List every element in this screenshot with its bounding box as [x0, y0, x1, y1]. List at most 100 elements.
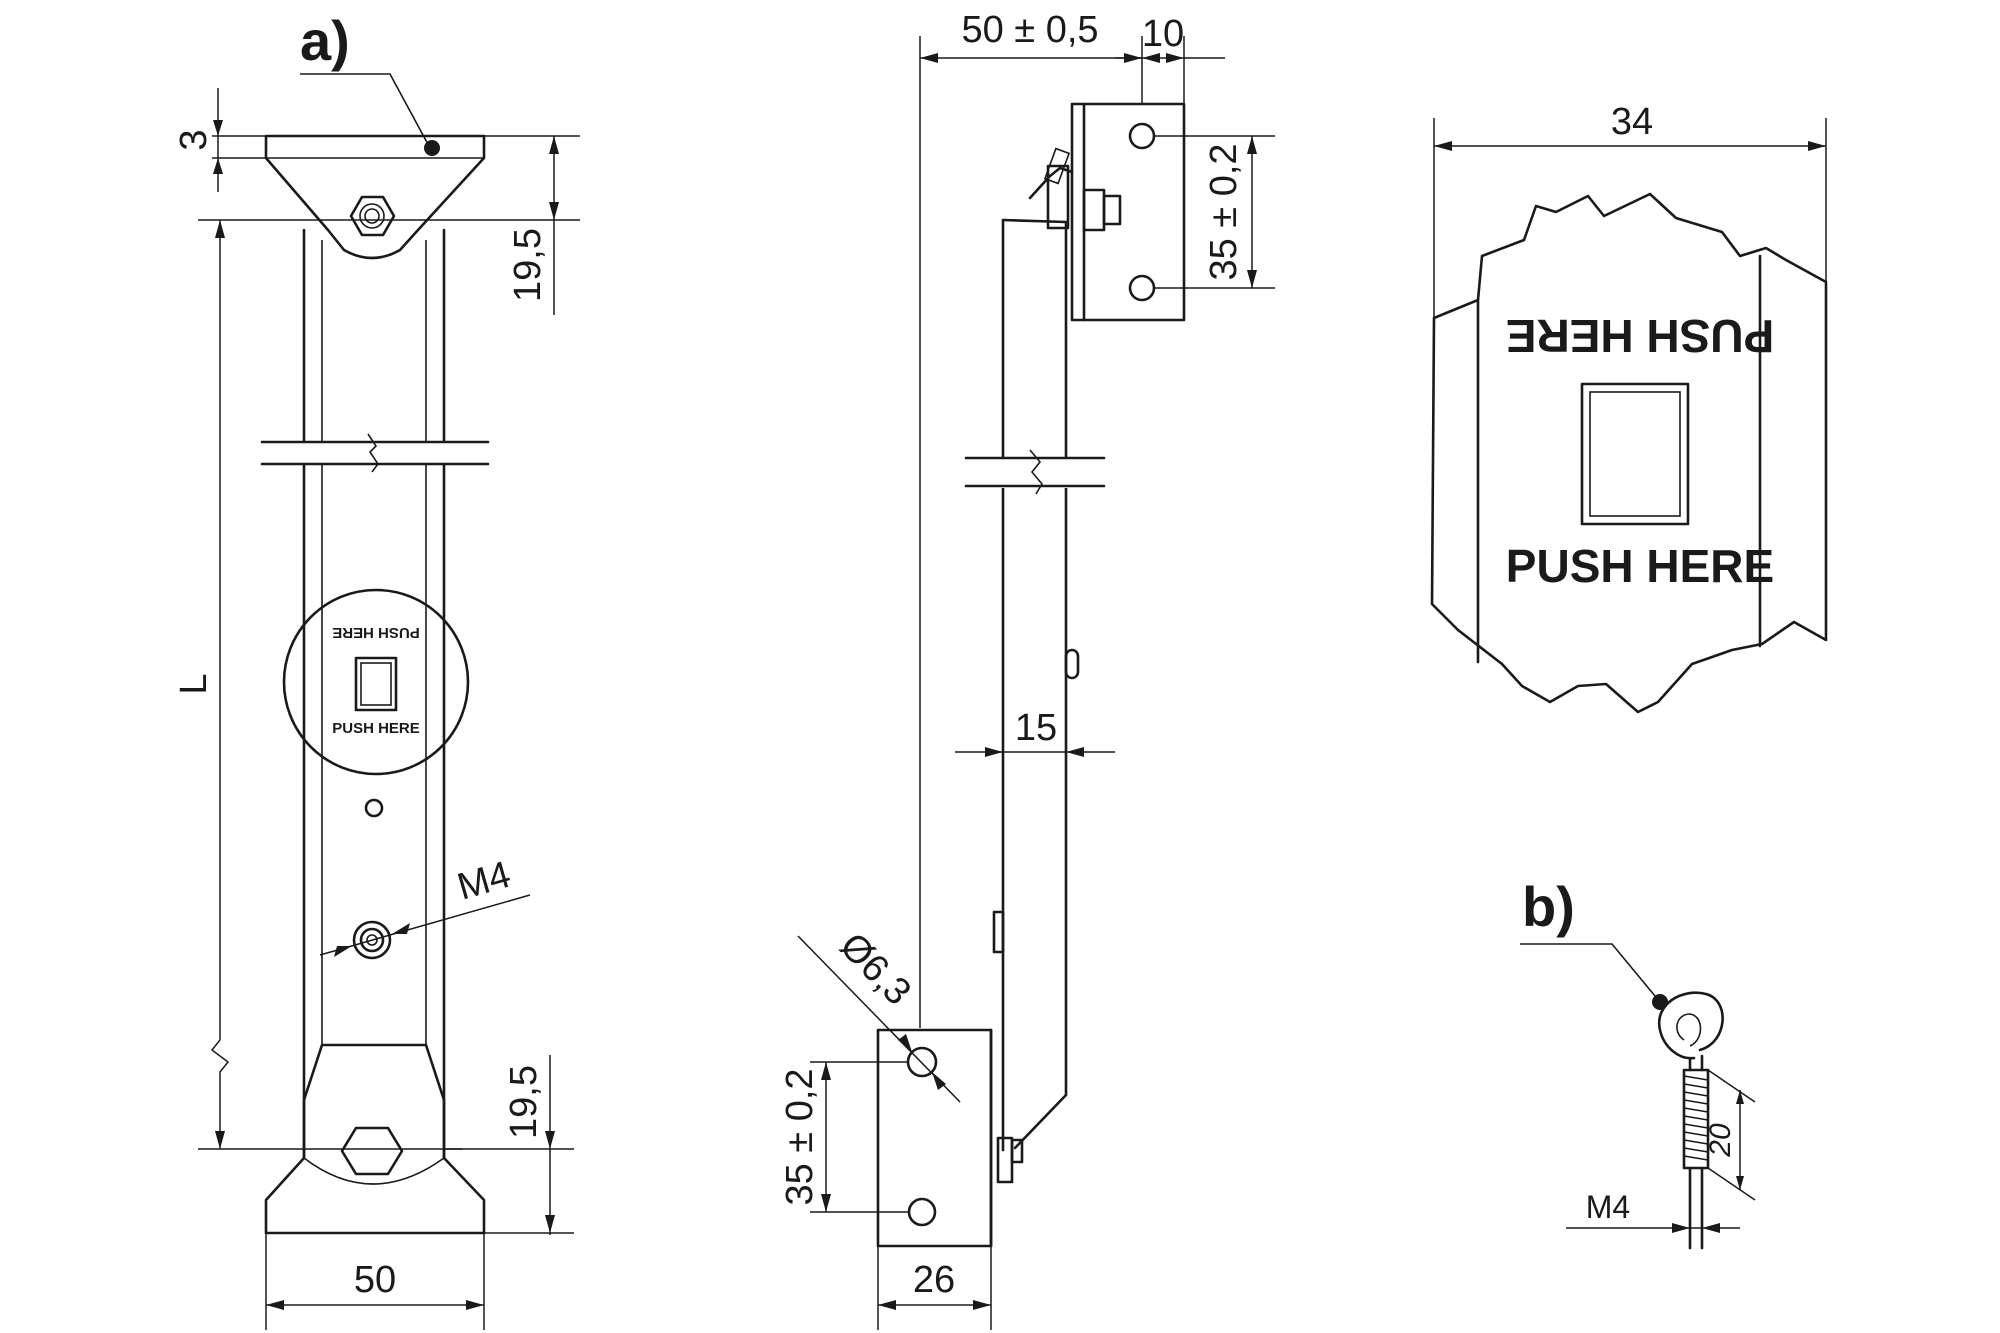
m4-arrow-left: [334, 946, 352, 957]
dim34-arrow-left: [1434, 141, 1452, 151]
dim-top-thickness: 3: [173, 129, 215, 150]
hook-eye: [1657, 991, 1724, 1060]
side-bottom-clip: [996, 1136, 1014, 1184]
dim-detail-width: 34: [1611, 101, 1653, 143]
hook-thread-section: [1682, 1068, 1710, 1170]
side-bar-bevel: [1013, 1093, 1068, 1150]
top-nut: [349, 195, 396, 237]
view-label-b: b): [1522, 875, 1575, 938]
push-label-bottom-small: PUSH HERE: [332, 720, 420, 737]
dim-side10-arrow-right: [1166, 53, 1184, 63]
dim-side15-arrow-left: [985, 747, 1003, 757]
dim-side35b-arrow-bottom: [821, 1194, 831, 1212]
window-outer-small: [354, 656, 398, 712]
dim-length: L: [173, 673, 215, 694]
push-label-top-group: PUSH HERE: [1506, 310, 1774, 362]
dim-side-hole-edge: 10: [1142, 13, 1184, 55]
dim34-arrow-right: [1808, 141, 1826, 151]
side-bolt-body: [1046, 164, 1070, 230]
dimL-line-break: [210, 1039, 230, 1149]
dim-side35b-arrow-top: [821, 1062, 831, 1080]
side-top-hole-1: [1128, 122, 1156, 150]
dim-side35t-arrow-bottom: [1247, 270, 1257, 288]
dim-side-hole-pitch-top: 35 ± 0,2: [1203, 143, 1245, 280]
dim-hole-arrow-top: [898, 1034, 912, 1052]
bottom-bracket-arc: [303, 1157, 445, 1185]
side-top-hole-2: [1128, 274, 1156, 302]
dim-hole-arrow-bottom: [932, 1072, 946, 1090]
top-nut-bore: [364, 208, 380, 224]
push-window-inner: [1589, 391, 1681, 517]
side-view: 50 ± 0,5 10 35 ± 0,2 15 Ø6,3 35 ± 0,2: [779, 9, 1275, 1330]
small-hole: [364, 798, 384, 818]
side-top-plate: [1070, 102, 1186, 322]
view-label-a: a): [300, 9, 350, 72]
hook-view: b) 20 M4: [1520, 875, 1756, 1250]
hook-thread-hatch: [1683, 1075, 1709, 1161]
dim20-arrow-top: [1736, 1090, 1744, 1104]
m4-leader: [319, 894, 531, 956]
dim-hook-m4-arrow-left: [1672, 1223, 1690, 1233]
top-bracket: [264, 134, 486, 260]
dim3-arrow-top: [213, 120, 223, 136]
push-window-outer: [1580, 382, 1690, 526]
bottom-nut: [340, 1126, 404, 1176]
detail-panel-outline: [1430, 192, 1828, 714]
hook-eye-inner: [1676, 1013, 1702, 1047]
dim-thread-m4: M4: [453, 854, 515, 909]
detail-circle: [282, 588, 470, 776]
push-label-top-small: PUSH HERE: [332, 624, 420, 641]
side-mark: [992, 910, 1005, 954]
top-nut-hole: [359, 203, 385, 229]
dim-side50-arrow-left: [920, 53, 938, 63]
push-label-bottom: PUSH HERE: [1506, 540, 1774, 592]
dim-side-hole-pitch-bottom: 35 ± 0,2: [779, 1068, 821, 1205]
side-bracket-arm: [1028, 166, 1074, 200]
leader-dot-a: [424, 140, 440, 156]
side-bar-top: [1001, 218, 1068, 224]
side-bracket-tab: [1043, 147, 1071, 185]
dim-width: 50: [354, 1259, 396, 1301]
break-mask-front: [260, 442, 490, 464]
dim195t-arrow-bottom: [549, 202, 559, 220]
push-label-top-small-group: PUSH HERE: [332, 624, 420, 641]
side-break-mask: [964, 458, 1104, 488]
dim-top-offset: 19,5: [507, 228, 549, 302]
dim-bottom-offset: 19,5: [503, 1065, 545, 1139]
side-bolt-nut: [1082, 188, 1106, 232]
dim3-arrow-bottom: [213, 158, 223, 174]
dim-side-depth: 15: [1015, 707, 1057, 749]
bottom-bracket: [264, 1043, 486, 1235]
dim-bottom-block: 26: [913, 1259, 955, 1301]
dim-hole-diameter: Ø6,3: [832, 925, 919, 1013]
side-bottom-clip-tab: [1010, 1138, 1024, 1164]
dim-side26-arrow-right: [973, 1300, 991, 1310]
dim-hook-m4-arrow-right: [1702, 1223, 1720, 1233]
leader-line-a: [300, 73, 431, 149]
dim195t-arrow-top: [549, 136, 559, 154]
dim-hook-thread: M4: [1586, 1189, 1630, 1225]
dim20-arrow-bottom: [1736, 1176, 1744, 1190]
dim20-ext-top: [1707, 1069, 1756, 1103]
dim50-arrow-left: [266, 1300, 284, 1310]
m4-nut: [352, 920, 392, 960]
push-label-top: PUSH HERE: [1506, 310, 1774, 362]
side-break-zigzag: [1029, 449, 1043, 495]
dim-side26-arrow-left: [878, 1300, 896, 1310]
break-zigzag: [367, 433, 379, 473]
leader-dot-b: [1652, 994, 1668, 1010]
detail-view: PUSH HERE PUSH HERE 34: [1430, 101, 1828, 714]
dim-side15-arrow-right: [1066, 747, 1084, 757]
dim-side10-arrow-left: [1142, 53, 1160, 63]
window-inner-small: [360, 662, 392, 706]
dim-hook-length: 20: [1704, 1123, 1737, 1158]
dimL-arrow-bottom: [215, 1131, 225, 1149]
side-bolt-head: [1102, 194, 1122, 226]
dim-side35t-arrow-top: [1247, 136, 1257, 154]
side-bottom-hole-2: [907, 1197, 937, 1227]
dim195b-arrow-bottom: [545, 1215, 555, 1233]
m4-nut-inner: [359, 927, 385, 953]
dim-side-overall: 50 ± 0,5: [961, 9, 1098, 51]
front-view: a) PUSH HERE PUSH HERE: [173, 9, 580, 1330]
